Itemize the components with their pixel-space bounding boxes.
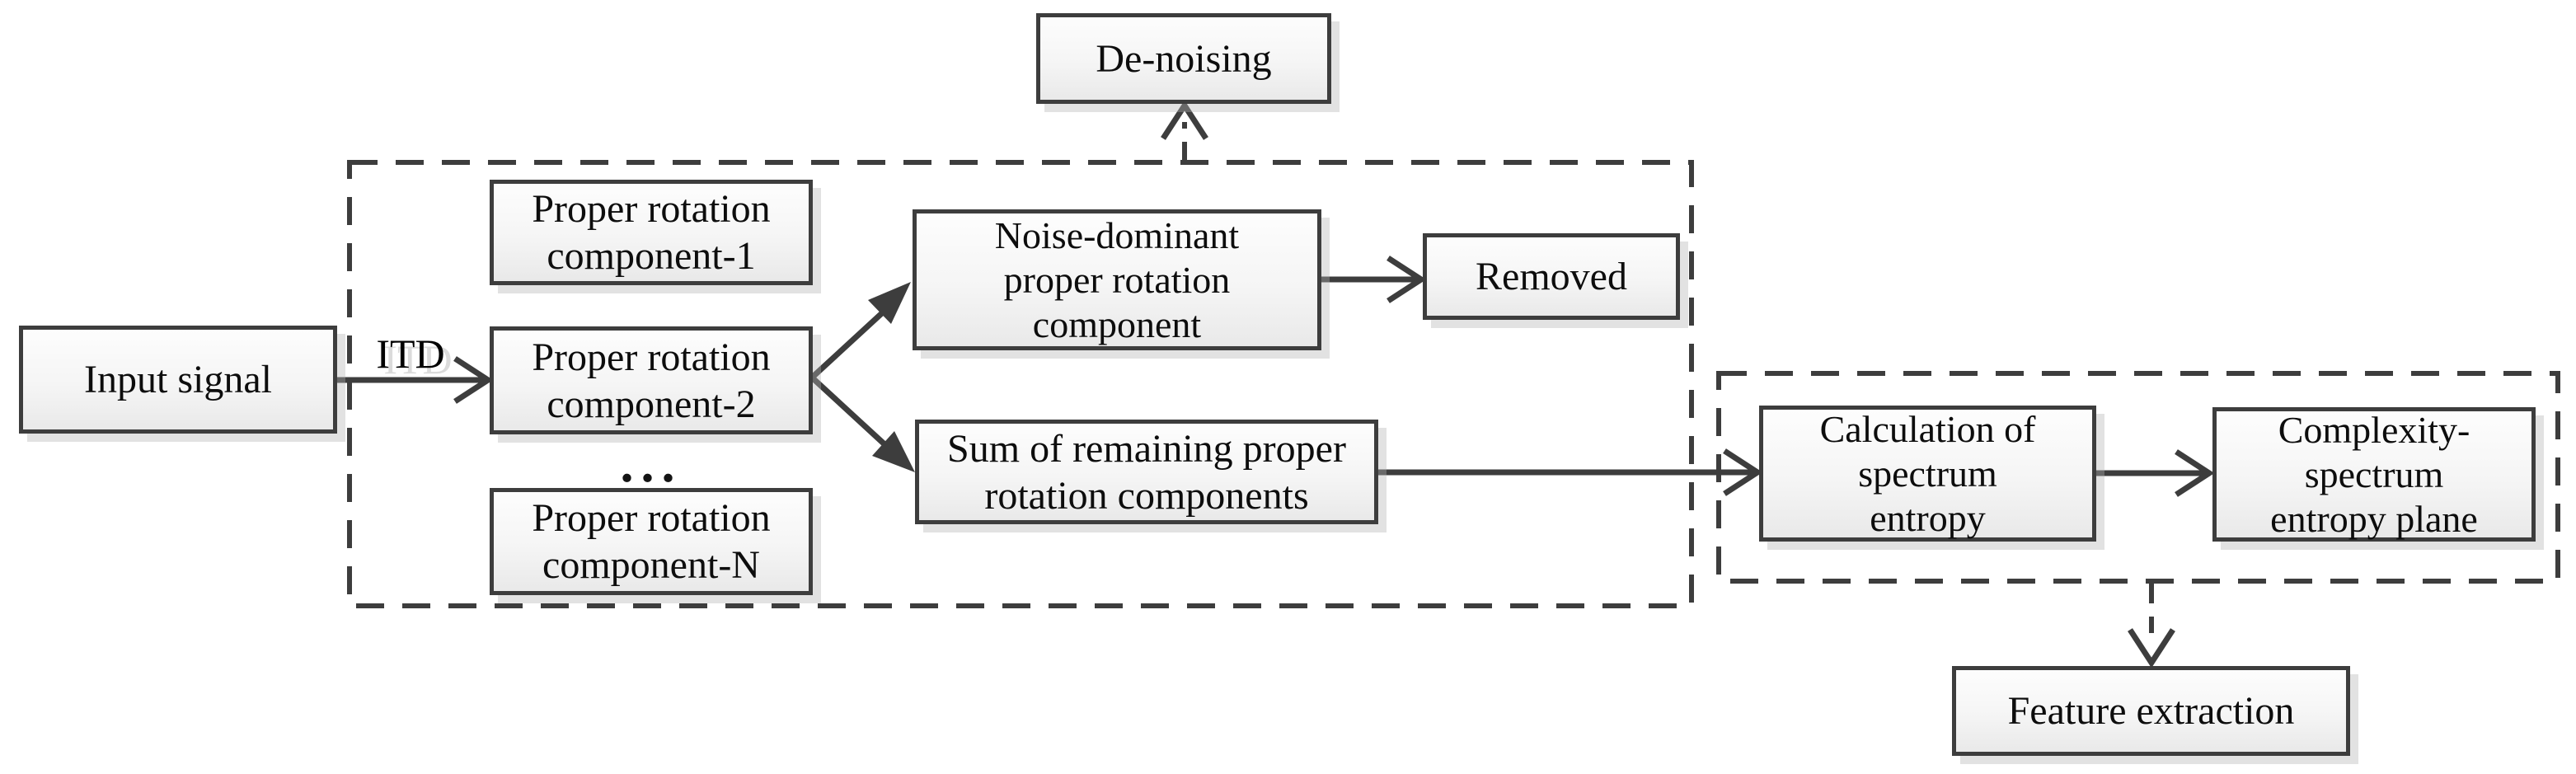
component-ellipsis: ...: [620, 434, 683, 493]
input-signal-label: Input signal: [84, 358, 272, 401]
arrow-sum-to-calc-head: [1723, 448, 1763, 496]
arrow-prc2-to-noise-head: [868, 282, 911, 324]
removed-box: Removed: [1423, 233, 1680, 320]
arrow-input-to-prc2-head: [453, 356, 494, 404]
noise-dominant-box: Noise-dominant proper rotation component: [913, 209, 1321, 350]
sum-remaining-label-line1: Sum of remaining proper: [947, 426, 1346, 471]
sum-remaining-label-line2: rotation components: [984, 473, 1309, 518]
denoising-box: De-noising: [1036, 13, 1331, 104]
dashed-arrow-to-denoising-head: [1161, 100, 1208, 140]
itd-edge-label: ITD: [376, 331, 445, 377]
prc2-label-line2: component-2: [547, 382, 756, 426]
complexity-plane-label-line1: Complexity-: [2278, 408, 2470, 451]
complexity-entropy-plane-box: Complexity- spectrum entropy plane: [2212, 407, 2536, 542]
prc1-label-line1: Proper rotation: [532, 187, 771, 231]
feature-extraction-box: Feature extraction: [1952, 666, 2350, 756]
complexity-plane-label-line2: spectrum: [2304, 453, 2444, 495]
proper-rotation-component-1-box: Proper rotation component-1: [490, 180, 813, 285]
prcN-label-line2: component-N: [542, 543, 760, 587]
prc1-label-line2: component-1: [547, 234, 756, 278]
arrow-prc2-to-noise-shaft: [809, 309, 886, 380]
complexity-plane-label-line3: entropy plane: [2270, 497, 2478, 540]
calc-entropy-label-line1: Calculation of: [1819, 407, 2036, 450]
arrow-calc-to-plane-head: [2175, 449, 2215, 497]
proper-rotation-component-2-box: Proper rotation component-2: [490, 326, 813, 434]
arrow-noise-to-removed-head: [1387, 256, 1427, 303]
itd-decomposition-dashed-box: [347, 160, 1694, 608]
noise-dominant-label-line3: component: [1032, 303, 1202, 345]
noise-dominant-label-line2: proper rotation: [1003, 258, 1231, 301]
sum-remaining-box: Sum of remaining proper rotation compone…: [915, 420, 1378, 524]
dashed-arrow-to-feature-head: [2128, 628, 2175, 668]
calc-entropy-label-line2: spectrum: [1858, 452, 1997, 495]
arrow-prc2-to-sum-shaft: [809, 375, 886, 446]
calc-entropy-label-line3: entropy: [1870, 496, 1986, 539]
removed-label: Removed: [1476, 255, 1627, 298]
feature-extraction-label: Feature extraction: [2007, 689, 2295, 733]
prcN-label-line1: Proper rotation: [532, 496, 771, 540]
arrow-prc2-to-sum-head: [872, 431, 915, 472]
proper-rotation-component-n-box: Proper rotation component-N: [490, 488, 813, 595]
prc2-label-line1: Proper rotation: [532, 335, 771, 379]
denoising-label: De-noising: [1096, 36, 1272, 81]
input-signal-box: Input signal: [19, 326, 337, 434]
entropy-dashed-box: [1716, 371, 2560, 584]
noise-dominant-label-line1: Noise-dominant: [994, 213, 1240, 256]
calculation-spectrum-entropy-box: Calculation of spectrum entropy: [1759, 406, 2096, 542]
